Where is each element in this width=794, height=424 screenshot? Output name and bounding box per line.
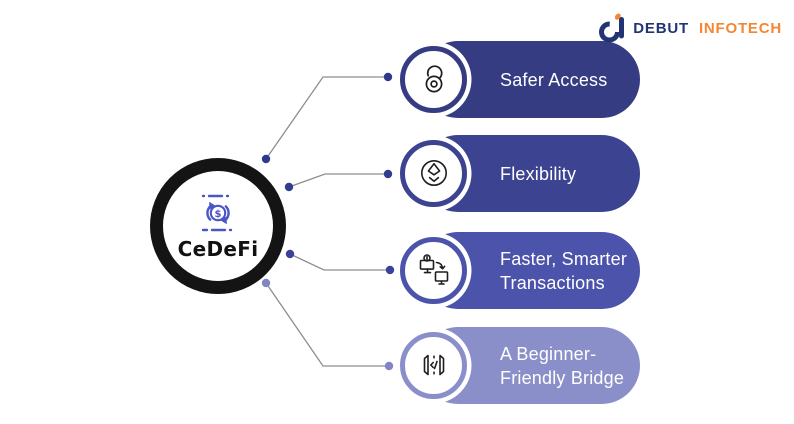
pill-badge	[400, 45, 467, 113]
connector-dot	[261, 154, 271, 164]
connector-dot	[261, 278, 271, 288]
connector-line-4	[265, 282, 389, 367]
benefit-label: Faster, Smarter Transactions	[500, 248, 628, 293]
svg-text:$: $	[215, 209, 222, 220]
ethereum-receive-icon	[420, 160, 447, 186]
benefit-pill-beginner-friendly-bridge: A Beginner- Friendly Bridge	[400, 327, 640, 404]
connector-dot	[385, 265, 395, 275]
brand-logo: DEBUT INFOTECH	[598, 12, 782, 44]
pill-badge	[400, 236, 467, 304]
connector-line-1	[265, 76, 388, 160]
benefit-pill-faster-smarter-transactions: Faster, Smarter Transactions	[400, 232, 640, 309]
connector-dot	[384, 361, 394, 371]
pill-badge	[400, 331, 467, 399]
benefit-label: Flexibility	[500, 163, 577, 184]
brand-word-infotech: INFOTECH	[698, 19, 782, 37]
computer-transfer-icon	[419, 254, 448, 285]
connector-line-2	[288, 173, 388, 188]
benefit-pill-flexibility: Flexibility	[400, 135, 640, 212]
debut-infotech-mark-icon	[599, 13, 625, 43]
code-bridge-icon	[423, 354, 444, 376]
connector-dot	[383, 72, 393, 82]
connector-dot	[284, 182, 294, 192]
benefit-pill-safer-access: Safer Access	[400, 41, 640, 118]
cedefi-hub: $ CeDeFi	[150, 158, 286, 294]
connector-line-3	[289, 253, 390, 271]
benefit-label: Safer Access	[500, 69, 608, 90]
benefit-label: A Beginner- Friendly Bridge	[500, 343, 625, 388]
brand-word-debut: DEBUT	[633, 19, 689, 37]
connector-dot	[285, 249, 295, 259]
pill-badge	[400, 139, 467, 207]
hub-title: CeDeFi	[177, 237, 259, 261]
connector-dot	[383, 169, 393, 179]
open-padlock-icon	[425, 65, 442, 93]
dollar-exchange-icon: $	[201, 194, 235, 232]
